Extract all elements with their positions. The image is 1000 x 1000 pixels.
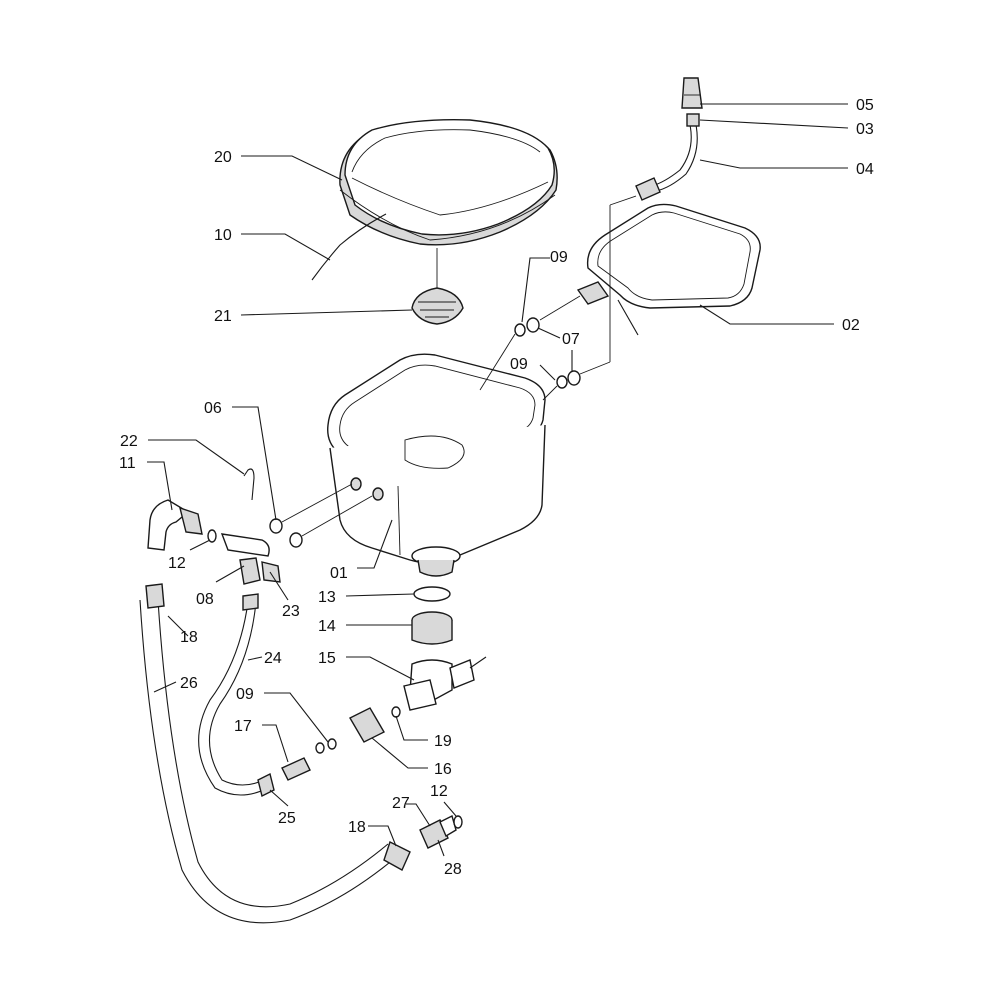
callout-28: 28 (444, 861, 462, 878)
callout-03: 03 (856, 121, 874, 138)
callout-12-right: 12 (430, 783, 448, 800)
callout-04: 04 (856, 161, 874, 178)
callout-09-top: 09 (550, 249, 568, 266)
outlet-stack (281, 586, 487, 781)
callout-12-left: 12 (168, 555, 186, 572)
callout-02: 02 (842, 317, 860, 334)
callout-20: 20 (214, 149, 232, 166)
callout-19: 19 (434, 733, 452, 750)
part-26-hose (139, 583, 411, 924)
part-21-filter (411, 248, 464, 325)
part-27-28-fitting (419, 814, 463, 849)
part-04-pipe (635, 124, 698, 201)
part-01-tank (327, 353, 546, 577)
part-10-cable (311, 213, 387, 281)
callout-07: 07 (562, 331, 580, 348)
callout-16: 16 (434, 761, 452, 778)
callout-26: 26 (180, 675, 198, 692)
callout-05: 05 (856, 97, 874, 114)
callout-18-bottom: 18 (348, 819, 366, 836)
callout-15: 15 (318, 650, 336, 667)
callout-17: 17 (234, 718, 252, 735)
inlet-assembly (147, 468, 373, 585)
callout-11: 11 (119, 455, 136, 472)
callout-10: 10 (214, 227, 232, 244)
callout-27: 27 (392, 795, 410, 812)
callout-09-mid: 09 (510, 356, 528, 373)
callout-08: 08 (196, 591, 214, 608)
callout-09-bottom: 09 (236, 686, 254, 703)
part-20-lid (339, 119, 558, 246)
callout-22: 22 (120, 433, 138, 450)
callout-06: 06 (204, 400, 222, 417)
callout-21: 21 (214, 308, 232, 325)
part-03-nut (686, 113, 700, 127)
callout-25: 25 (278, 810, 296, 827)
callout-01: 01 (330, 565, 348, 582)
callout-24: 24 (264, 650, 282, 667)
callout-23: 23 (282, 603, 300, 620)
callout-14: 14 (318, 618, 336, 635)
callout-labels: 05 03 04 20 10 09 21 02 07 09 06 22 11 1… (119, 97, 874, 878)
callout-18-top: 18 (180, 629, 198, 646)
part-02-float-frame (576, 203, 761, 336)
rings-07-09 (479, 195, 637, 401)
leader-lines (147, 103, 849, 857)
callout-13: 13 (318, 589, 336, 606)
part-05-valve (681, 77, 703, 109)
